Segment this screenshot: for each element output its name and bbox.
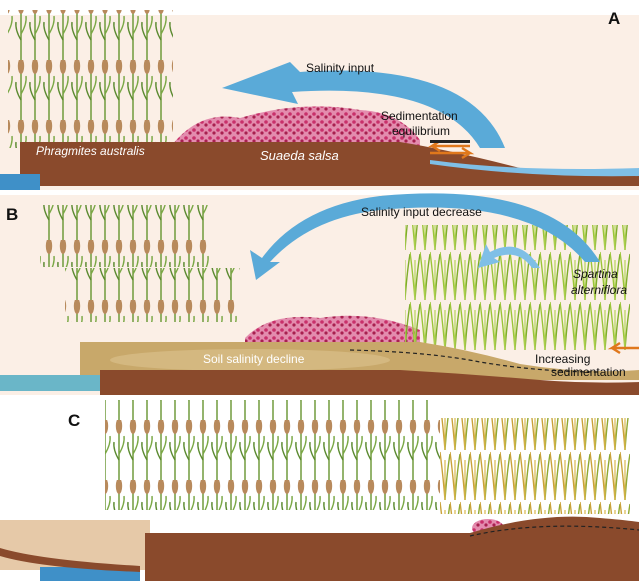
increasing-sedimentation-line1: Increasing (535, 352, 591, 366)
panel-b-soil-dark (100, 370, 639, 395)
spartina-label-line1: Spartina (573, 267, 618, 281)
phragmites-label: Phragmites australis (36, 144, 145, 158)
panel-b-spartina-arrow (478, 244, 540, 268)
soil-salinity-decline-label: Soil salinity decline (203, 352, 305, 366)
panel-b-salinity-arrow (250, 193, 600, 280)
salinity-decrease-label: Salinity input decrease (361, 205, 482, 219)
panel-a-water-edge (430, 160, 639, 177)
sedimentation-label-line1: Sedimentation (381, 109, 458, 123)
panel-c-letter: C (68, 411, 81, 430)
panel-a-letter: A (608, 9, 621, 28)
panel-a-suaeda-patch (172, 106, 420, 150)
panel-c (0, 395, 639, 581)
panel-b-reed-upper (40, 205, 210, 267)
panel-b-letter: B (6, 205, 19, 224)
panel-b-reed-lower (65, 268, 240, 322)
panel-b-suaeda-patch (245, 315, 420, 345)
panel-a (0, 10, 639, 190)
spartina-label-line2: alterniflora (571, 283, 628, 297)
increasing-sedimentation-line2: sedimentation (551, 365, 626, 379)
panel-a-soil (20, 142, 639, 186)
panel-a-sediment-arrow-right (430, 146, 475, 160)
panel-b (0, 193, 639, 395)
panel-b-sediment-line (349, 349, 601, 373)
panel-c-soil-edge-left (0, 548, 140, 572)
panel-c-reed-stand (105, 400, 440, 510)
salinity-input-label: Salinity input (306, 61, 375, 75)
panel-b-sediment-arrow (607, 341, 639, 355)
panel-c-soil (145, 516, 639, 581)
panel-a-reed-stand (8, 10, 173, 148)
panel-c-sediment-line (469, 525, 639, 537)
panel-a-salinity-arrow (222, 62, 505, 148)
panel-b-spartina-stand (405, 225, 630, 350)
panel-c-spartina-stand (440, 418, 630, 514)
panel-a-water (0, 174, 40, 190)
suaeda-label: Suaeda salsa (260, 148, 339, 163)
panel-b-water (0, 375, 100, 391)
sedimentation-label-line2: equilibrium (392, 124, 451, 138)
panel-a-sediment-bar (430, 140, 470, 143)
panel-b-soil-salinity-zone (110, 349, 390, 371)
